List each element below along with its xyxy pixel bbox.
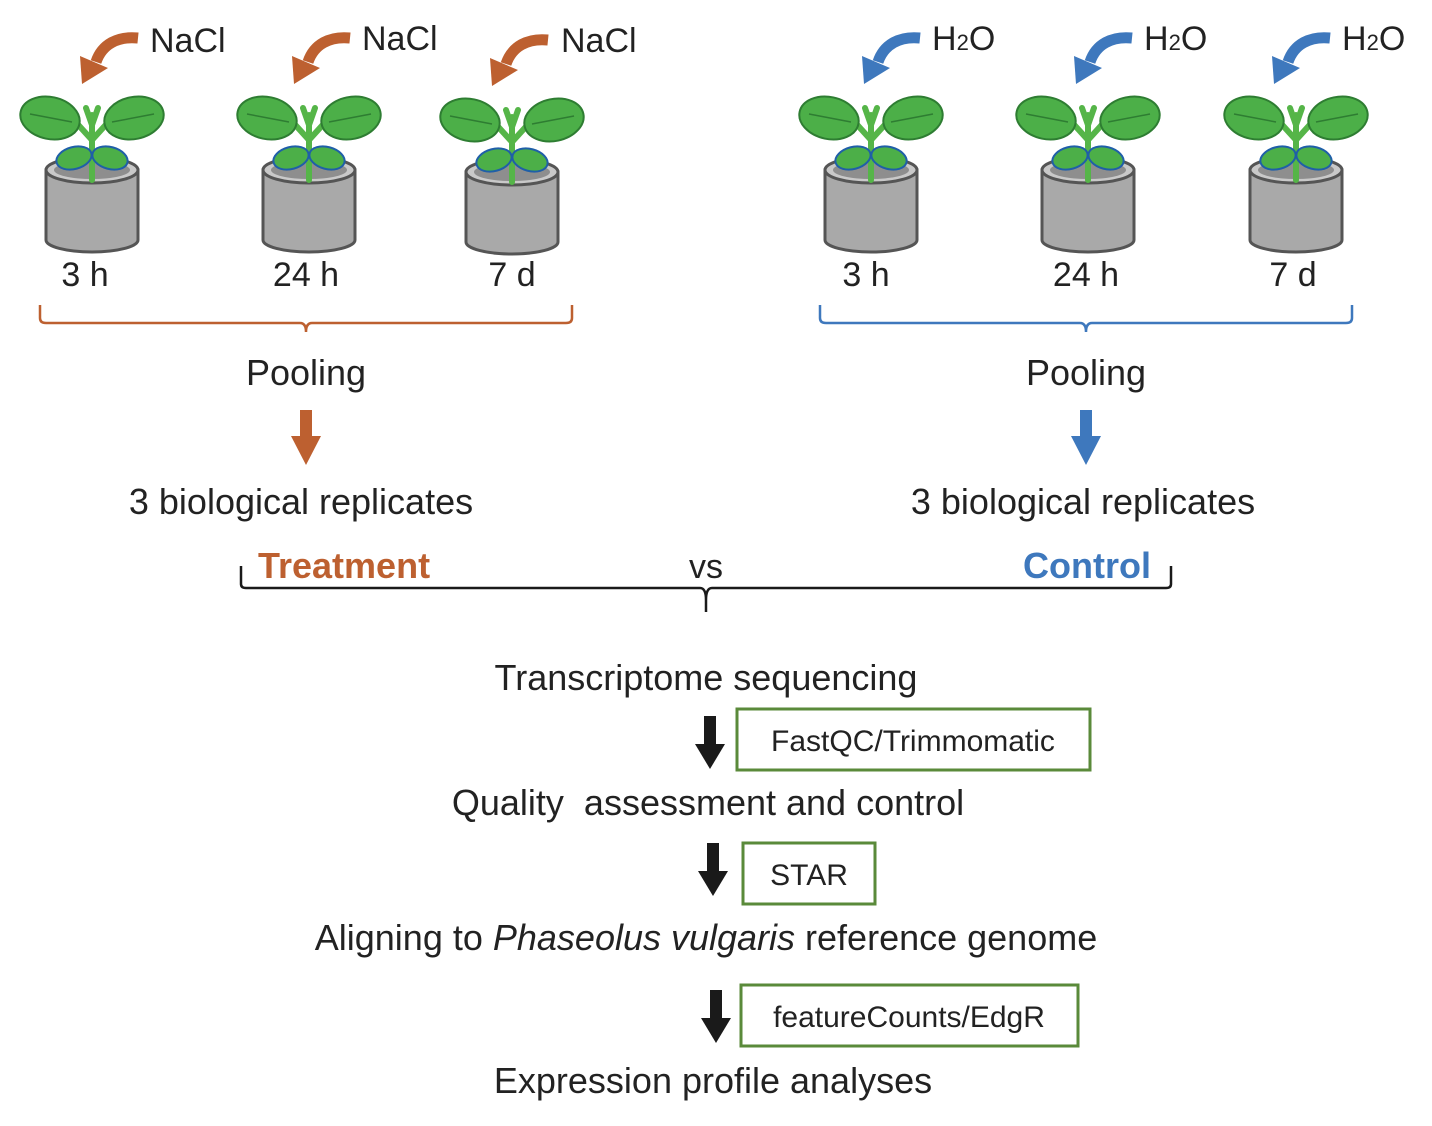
tool-box-align: STAR xyxy=(741,841,877,906)
down-arrow-icon xyxy=(291,410,321,465)
treatment-label: Treatment xyxy=(258,545,430,586)
replicates-label: 3 biological replicates xyxy=(129,481,473,522)
nacl-arrow-icon xyxy=(80,38,138,84)
nacl-arrow-icon xyxy=(490,40,548,86)
water-arrow-icon xyxy=(1272,38,1330,84)
nacl-arrow-icon xyxy=(292,38,350,84)
pooling-label: Pooling xyxy=(1026,352,1146,393)
reagent-label: NaCl xyxy=(561,22,637,60)
control-pot-3h: H2O 3 h xyxy=(795,20,995,294)
tool-box-counts: featureCounts/EdgR xyxy=(739,983,1080,1048)
reagent-label: H2O xyxy=(1144,20,1207,58)
time-label: 24 h xyxy=(273,256,339,294)
time-label: 24 h xyxy=(1053,256,1119,294)
reagent-label: NaCl xyxy=(150,22,226,60)
water-arrow-icon xyxy=(862,38,920,84)
reagent-label: H2O xyxy=(1342,20,1405,58)
down-arrow-icon xyxy=(698,843,728,896)
vs-label: vs xyxy=(689,548,723,586)
treatment-pot-7d: NaCl 7 d xyxy=(436,22,637,294)
tool-box-qc: FastQC/Trimmomatic xyxy=(735,707,1092,772)
reagent-label: NaCl xyxy=(362,20,438,58)
treatment-brace xyxy=(38,305,574,333)
control-pot-7d: H2O 7 d xyxy=(1220,20,1405,294)
seedling-icon xyxy=(795,91,946,180)
treatment-group: NaCl 3 h NaCl 24 h NaCl 7 d Pooling 3 xyxy=(16,20,637,522)
pooling-label: Pooling xyxy=(246,352,366,393)
time-label: 7 d xyxy=(1269,256,1316,294)
tool-label: STAR xyxy=(770,859,848,892)
down-arrow-icon xyxy=(701,990,731,1043)
treatment-pot-24h: NaCl 24 h xyxy=(233,20,438,294)
analysis-pipeline: Transcriptome sequencing FastQC/Trimmoma… xyxy=(315,657,1097,1101)
down-arrow-icon xyxy=(1071,410,1101,465)
control-pot-24h: H2O 24 h xyxy=(1012,20,1207,294)
control-group: H2O 3 h H2O 24 h H2O 7 d Pooling 3 biolo… xyxy=(795,20,1405,522)
comparison-brace xyxy=(239,566,1173,612)
time-label: 3 h xyxy=(61,256,108,294)
control-label: Control xyxy=(1023,545,1151,586)
align-step: Aligning to Phaseolus vulgaris reference… xyxy=(315,917,1097,958)
down-arrow-icon xyxy=(695,716,725,769)
control-brace xyxy=(818,305,1354,333)
tool-label: featureCounts/EdgR xyxy=(773,1001,1045,1034)
quality-step: Quality assessment and control xyxy=(452,782,964,823)
tool-label: FastQC/Trimmomatic xyxy=(771,725,1055,758)
time-label: 7 d xyxy=(488,256,535,294)
reagent-label: H2O xyxy=(932,20,995,58)
seedling-icon xyxy=(1220,91,1371,180)
time-label: 3 h xyxy=(842,256,889,294)
expression-step: Expression profile analyses xyxy=(494,1060,932,1101)
seedling-icon xyxy=(233,91,384,180)
treatment-pot-3h: NaCl 3 h xyxy=(16,22,226,294)
seedling-icon xyxy=(436,93,587,182)
replicates-label: 3 biological replicates xyxy=(911,481,1255,522)
water-arrow-icon xyxy=(1074,38,1132,84)
comparison: Treatment vs Control xyxy=(239,545,1173,612)
seedling-icon xyxy=(16,91,167,180)
seedling-icon xyxy=(1012,91,1163,180)
sequencing-step: Transcriptome sequencing xyxy=(495,657,918,698)
